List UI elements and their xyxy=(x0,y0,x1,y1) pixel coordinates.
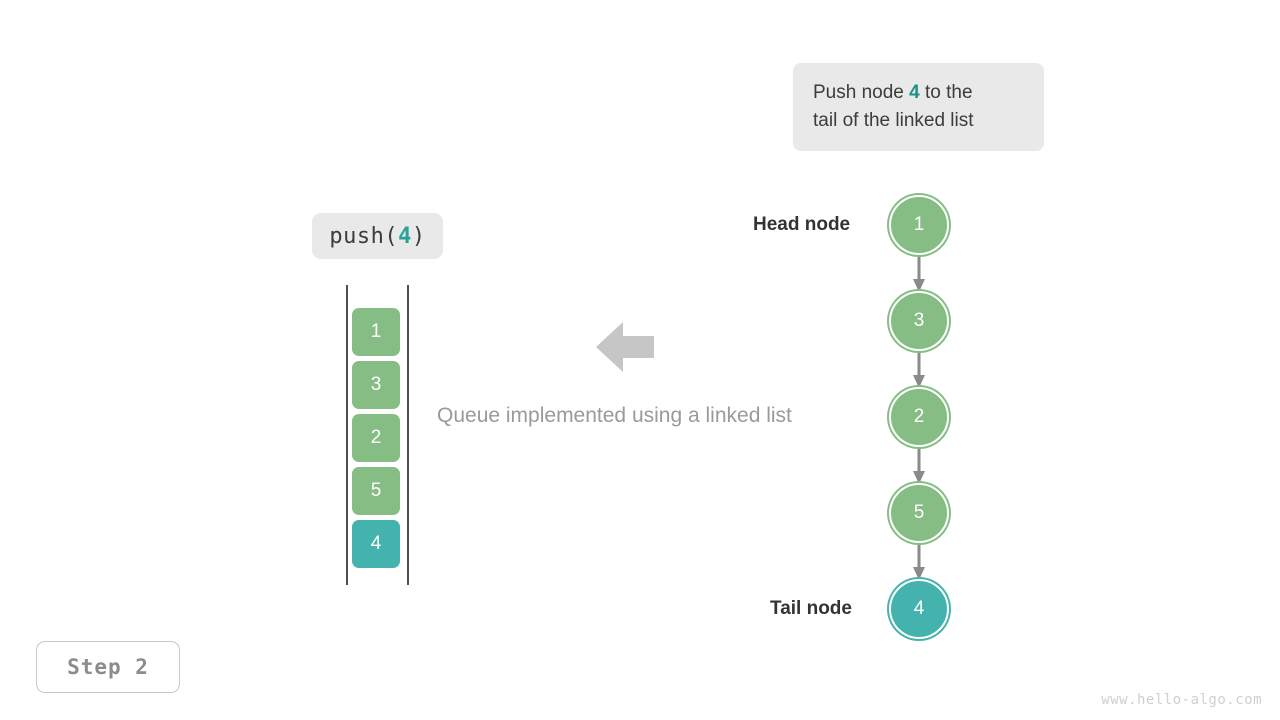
diagram-caption: Queue implemented using a linked list xyxy=(437,404,792,427)
description-highlight-value: 4 xyxy=(909,82,920,103)
array-cell: 1 xyxy=(352,308,400,356)
link-arrow-icon xyxy=(913,545,925,580)
operation-prefix: push( xyxy=(329,223,399,249)
array-cell-list: 1 3 2 5 4 xyxy=(352,308,400,568)
array-rail-right xyxy=(407,285,409,585)
description-callout: Push node 4 to the tail of the linked li… xyxy=(793,63,1044,151)
array-rail-left xyxy=(346,285,348,585)
linked-list-visualization: 1 3 2 5 4 xyxy=(860,180,990,650)
step-badge: Step 2 xyxy=(36,641,180,693)
operation-argument: 4 xyxy=(398,223,412,249)
link-arrow-icon xyxy=(913,257,925,292)
head-node-label: Head node xyxy=(753,214,851,235)
tail-node-label: Tail node xyxy=(770,598,852,619)
list-node: 3 xyxy=(889,291,949,351)
array-cell: 3 xyxy=(352,361,400,409)
queue-array-visualization: 1 3 2 5 4 xyxy=(346,285,409,585)
link-arrow-icon xyxy=(913,353,925,388)
left-arrow-icon xyxy=(596,322,654,372)
link-arrow-icon xyxy=(913,449,925,484)
operation-suffix: ) xyxy=(411,223,426,249)
array-cell: 2 xyxy=(352,414,400,462)
watermark: www.hello-algo.com xyxy=(1101,692,1262,708)
list-node-tail: 4 xyxy=(889,579,949,639)
list-node: 1 xyxy=(889,195,949,255)
list-node: 5 xyxy=(889,483,949,543)
array-cell: 5 xyxy=(352,467,400,515)
description-line2: tail of the linked list xyxy=(813,110,974,131)
list-node: 2 xyxy=(889,387,949,447)
description-line1-suffix: to the xyxy=(919,82,973,103)
array-cell: 4 xyxy=(352,520,400,568)
operation-label: push(4) xyxy=(312,213,443,259)
description-line1-prefix: Push node xyxy=(813,82,910,103)
